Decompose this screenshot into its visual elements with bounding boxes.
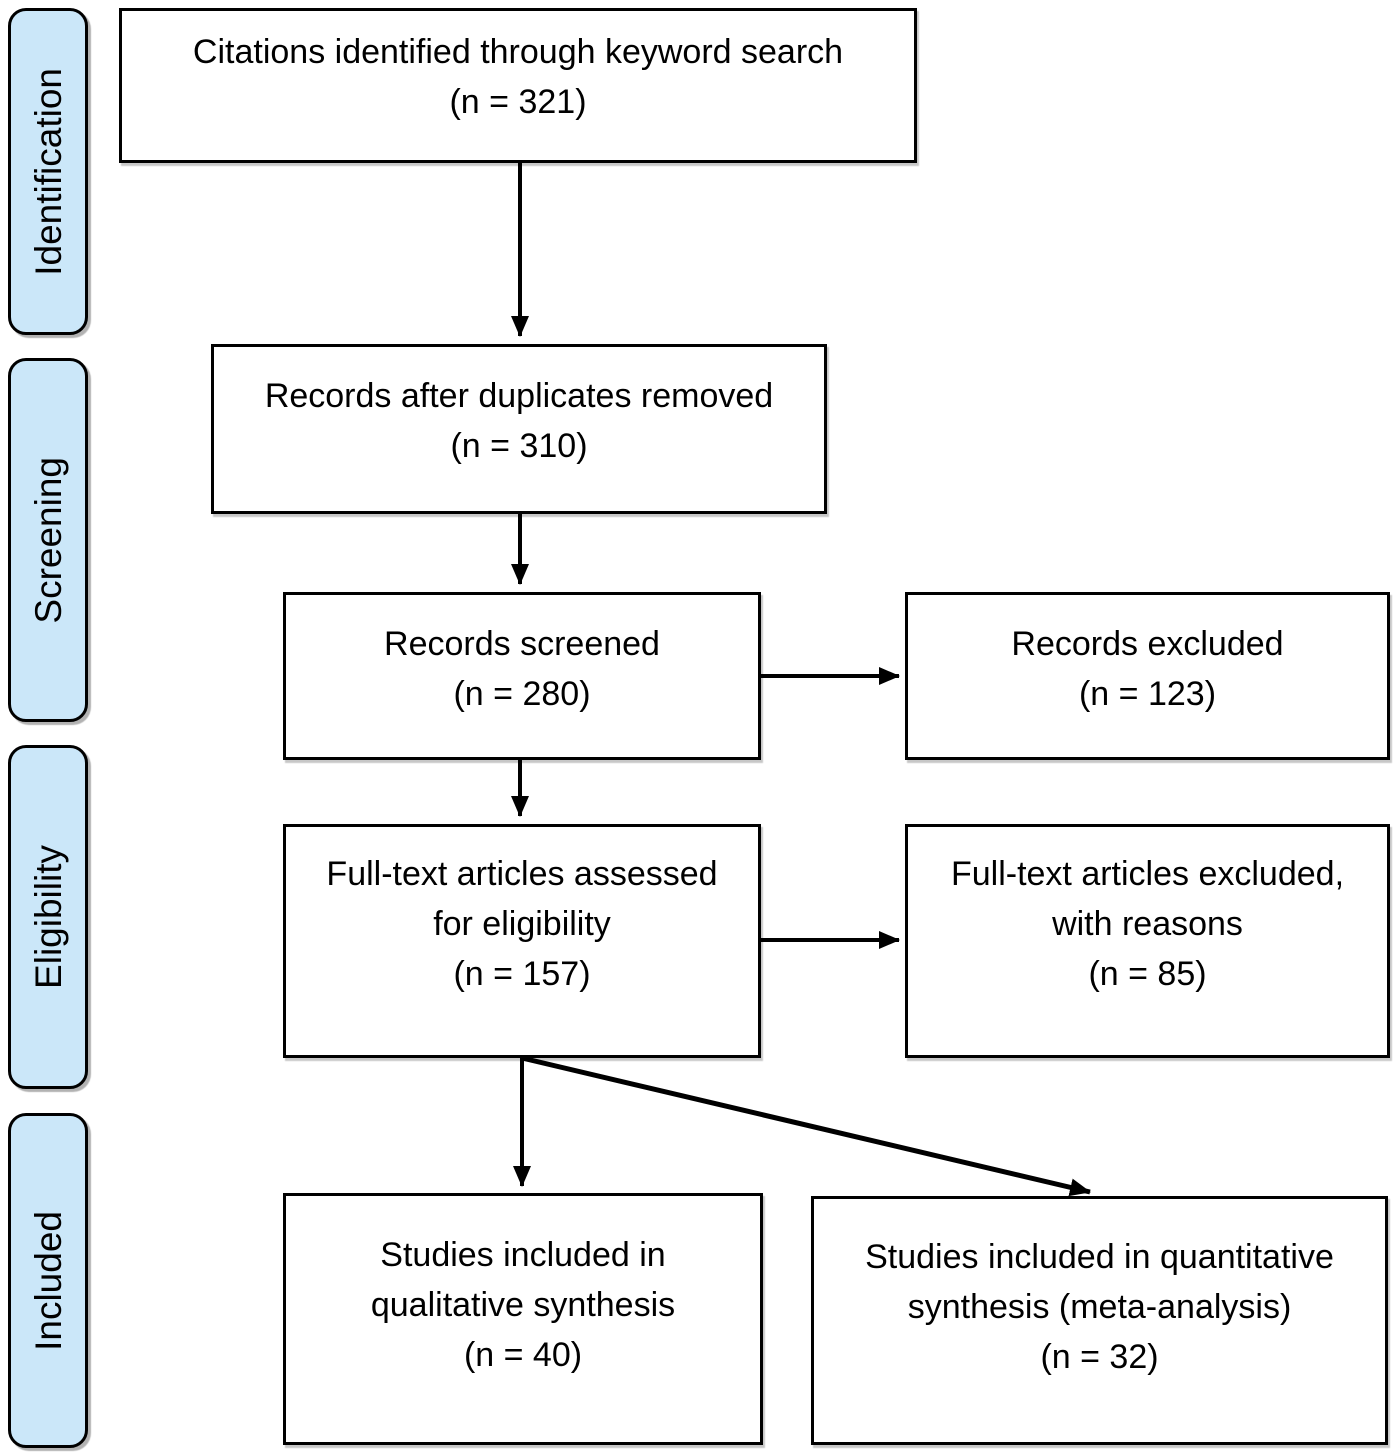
box-qualitative-line-2: qualitative synthesis xyxy=(370,1286,676,1324)
stage-band-screening: Screening xyxy=(8,358,88,722)
box-screened-line-1: Records screened xyxy=(384,625,660,663)
box-records-excluded-count: (n = 123) xyxy=(1078,675,1217,713)
box-duplicates-line-1: Records after duplicates removed xyxy=(264,377,774,415)
box-fulltext-excluded: Full-text articles excluded, with reason… xyxy=(905,824,1390,1058)
box-records-screened: Records screened (n = 280) xyxy=(283,592,761,760)
box-qualitative-synthesis: Studies included in qualitative synthesi… xyxy=(283,1193,763,1445)
box-records-excluded: Records excluded (n = 123) xyxy=(905,592,1390,760)
stage-label-included: Included xyxy=(27,1210,69,1351)
box-duplicates-count: (n = 310) xyxy=(450,427,588,465)
box-citations-identified: Citations identified through keyword sea… xyxy=(119,8,917,163)
box-fulltext-excluded-line-1: Full-text articles excluded, xyxy=(950,855,1345,893)
stage-label-screening: Screening xyxy=(27,456,69,624)
box-fulltext-line-1: Full-text articles assessed xyxy=(326,855,718,893)
box-qualitative-line-1: Studies included in xyxy=(380,1236,666,1274)
box-quantitative-line-2: synthesis (meta-analysis) xyxy=(907,1287,1292,1326)
box-citations-line-1: Citations identified through keyword sea… xyxy=(192,32,844,71)
box-quantitative-count: (n = 32) xyxy=(1040,1337,1159,1376)
box-citations-count: (n = 321) xyxy=(449,82,587,121)
box-quantitative-line-1: Studies included in quantitative xyxy=(865,1237,1334,1276)
box-records-excluded-line-1: Records excluded xyxy=(1011,625,1284,663)
box-fulltext-assessed: Full-text articles assessed for eligibil… xyxy=(283,824,761,1058)
box-qualitative-count: (n = 40) xyxy=(463,1336,583,1374)
box-records-after-duplicates: Records after duplicates removed (n = 31… xyxy=(211,344,827,514)
box-fulltext-count: (n = 157) xyxy=(453,955,591,993)
stage-band-identification: Identification xyxy=(8,8,88,335)
stage-label-identification: Identification xyxy=(27,67,69,276)
box-fulltext-excluded-count: (n = 85) xyxy=(1088,955,1207,993)
box-fulltext-excluded-line-2: with reasons xyxy=(1052,905,1243,943)
stage-band-eligibility: Eligibility xyxy=(8,745,88,1089)
box-screened-count: (n = 280) xyxy=(453,675,591,713)
box-fulltext-line-2: for eligibility xyxy=(433,905,611,943)
box-quantitative-synthesis: Studies included in quantitative synthes… xyxy=(811,1196,1388,1445)
arrow-fulltext-to-quantitative xyxy=(521,1055,1091,1197)
stage-band-included: Included xyxy=(8,1113,88,1448)
stage-label-eligibility: Eligibility xyxy=(27,845,69,989)
